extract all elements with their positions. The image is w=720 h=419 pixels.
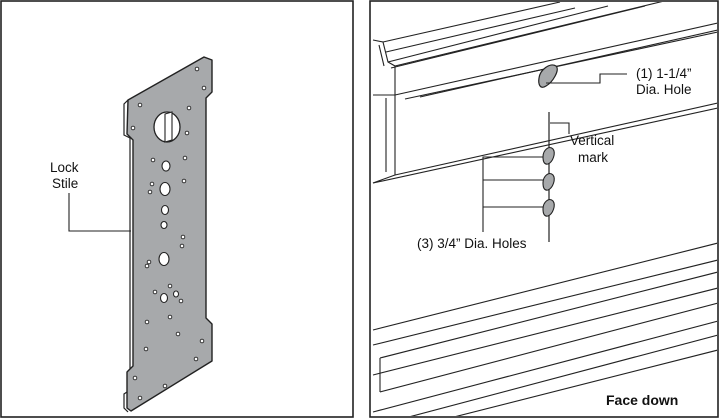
large-hole bbox=[538, 64, 558, 88]
large-hole-leader bbox=[546, 73, 627, 84]
lock-stile-plate bbox=[123, 56, 213, 413]
vertical-mark-label-line1: Vertical bbox=[570, 133, 614, 148]
door-section bbox=[372, 2, 717, 416]
lock-stile-label-line2: Stile bbox=[52, 176, 78, 191]
small-holes-label: (3) 3/4” Dia. Holes bbox=[417, 236, 527, 251]
lock-stile-leader bbox=[68, 193, 131, 232]
small-holes-leader bbox=[482, 156, 543, 232]
small-hole-3 bbox=[542, 199, 555, 217]
lock-stile-label-line1: Lock bbox=[50, 160, 79, 175]
vertical-mark-label-line2: mark bbox=[578, 150, 608, 165]
vertical-mark-leader bbox=[550, 122, 570, 134]
small-holes bbox=[542, 147, 555, 217]
large-hole-label-line1: (1) 1-1/4” bbox=[636, 66, 692, 81]
stile-body bbox=[126, 56, 213, 412]
orientation-label: Face down bbox=[606, 392, 678, 408]
right-panel: (1) 1-1/4” Dia. Hole Vertical mark (3) 3… bbox=[369, 0, 719, 418]
large-hole-label-line2: Dia. Hole bbox=[636, 82, 692, 97]
left-panel: Lock Stile bbox=[0, 0, 354, 418]
small-hole-1 bbox=[542, 147, 555, 165]
small-hole-2 bbox=[542, 173, 555, 191]
